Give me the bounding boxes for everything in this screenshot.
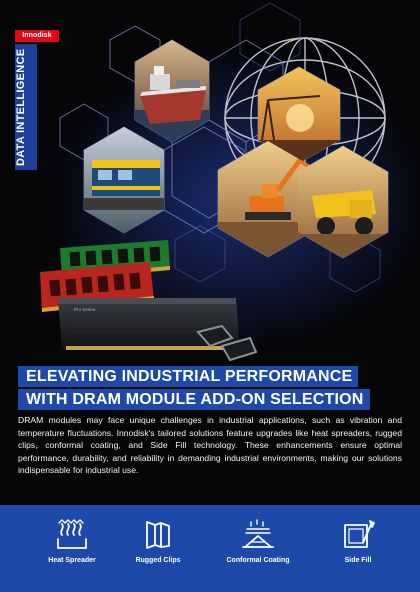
feature-label: Side Fill (344, 557, 372, 564)
headline: ELEVATING INDUSTRIAL PERFORMANCE WITH DR… (18, 366, 370, 410)
tagline-bar (15, 44, 37, 170)
feature-rugged-clips: Rugged Clips (118, 519, 198, 564)
feature-band: Heat Spreader Rugged Clips (0, 505, 420, 592)
rugged-clip-parts (196, 324, 258, 362)
headline-line-2: WITH DRAM MODULE ADD-ON SELECTION (18, 389, 370, 410)
feature-conformal-coating: Conformal Coating (218, 519, 298, 564)
conformal-coating-icon (242, 519, 274, 548)
feature-heat-spreader: Heat Spreader (32, 519, 112, 564)
feature-label: Conformal Coating (226, 557, 290, 564)
feature-label: Heat Spreader (48, 557, 96, 564)
innodisk-logo: Innodisk (15, 30, 59, 42)
body-paragraph: DRAM modules may face unique challenges … (18, 415, 402, 476)
feature-side-fill: Side Fill (318, 519, 398, 564)
feature-label: Rugged Clips (135, 557, 181, 564)
hero-illustration: Pro Series (40, 2, 420, 362)
module-label: Pro Series (74, 307, 96, 312)
rugged-clips-icon (146, 521, 170, 549)
cargo-ship-photo (135, 40, 209, 142)
ram-module-heat-spreader (58, 298, 240, 350)
side-fill-icon (344, 520, 375, 548)
heat-spreader-icon (57, 519, 87, 549)
train-photo (84, 127, 164, 233)
port-crane-photo (258, 67, 340, 163)
tagline-text: DATA INTELLIGENCE (15, 48, 27, 166)
headline-line-1: ELEVATING INDUSTRIAL PERFORMANCE (18, 366, 359, 387)
